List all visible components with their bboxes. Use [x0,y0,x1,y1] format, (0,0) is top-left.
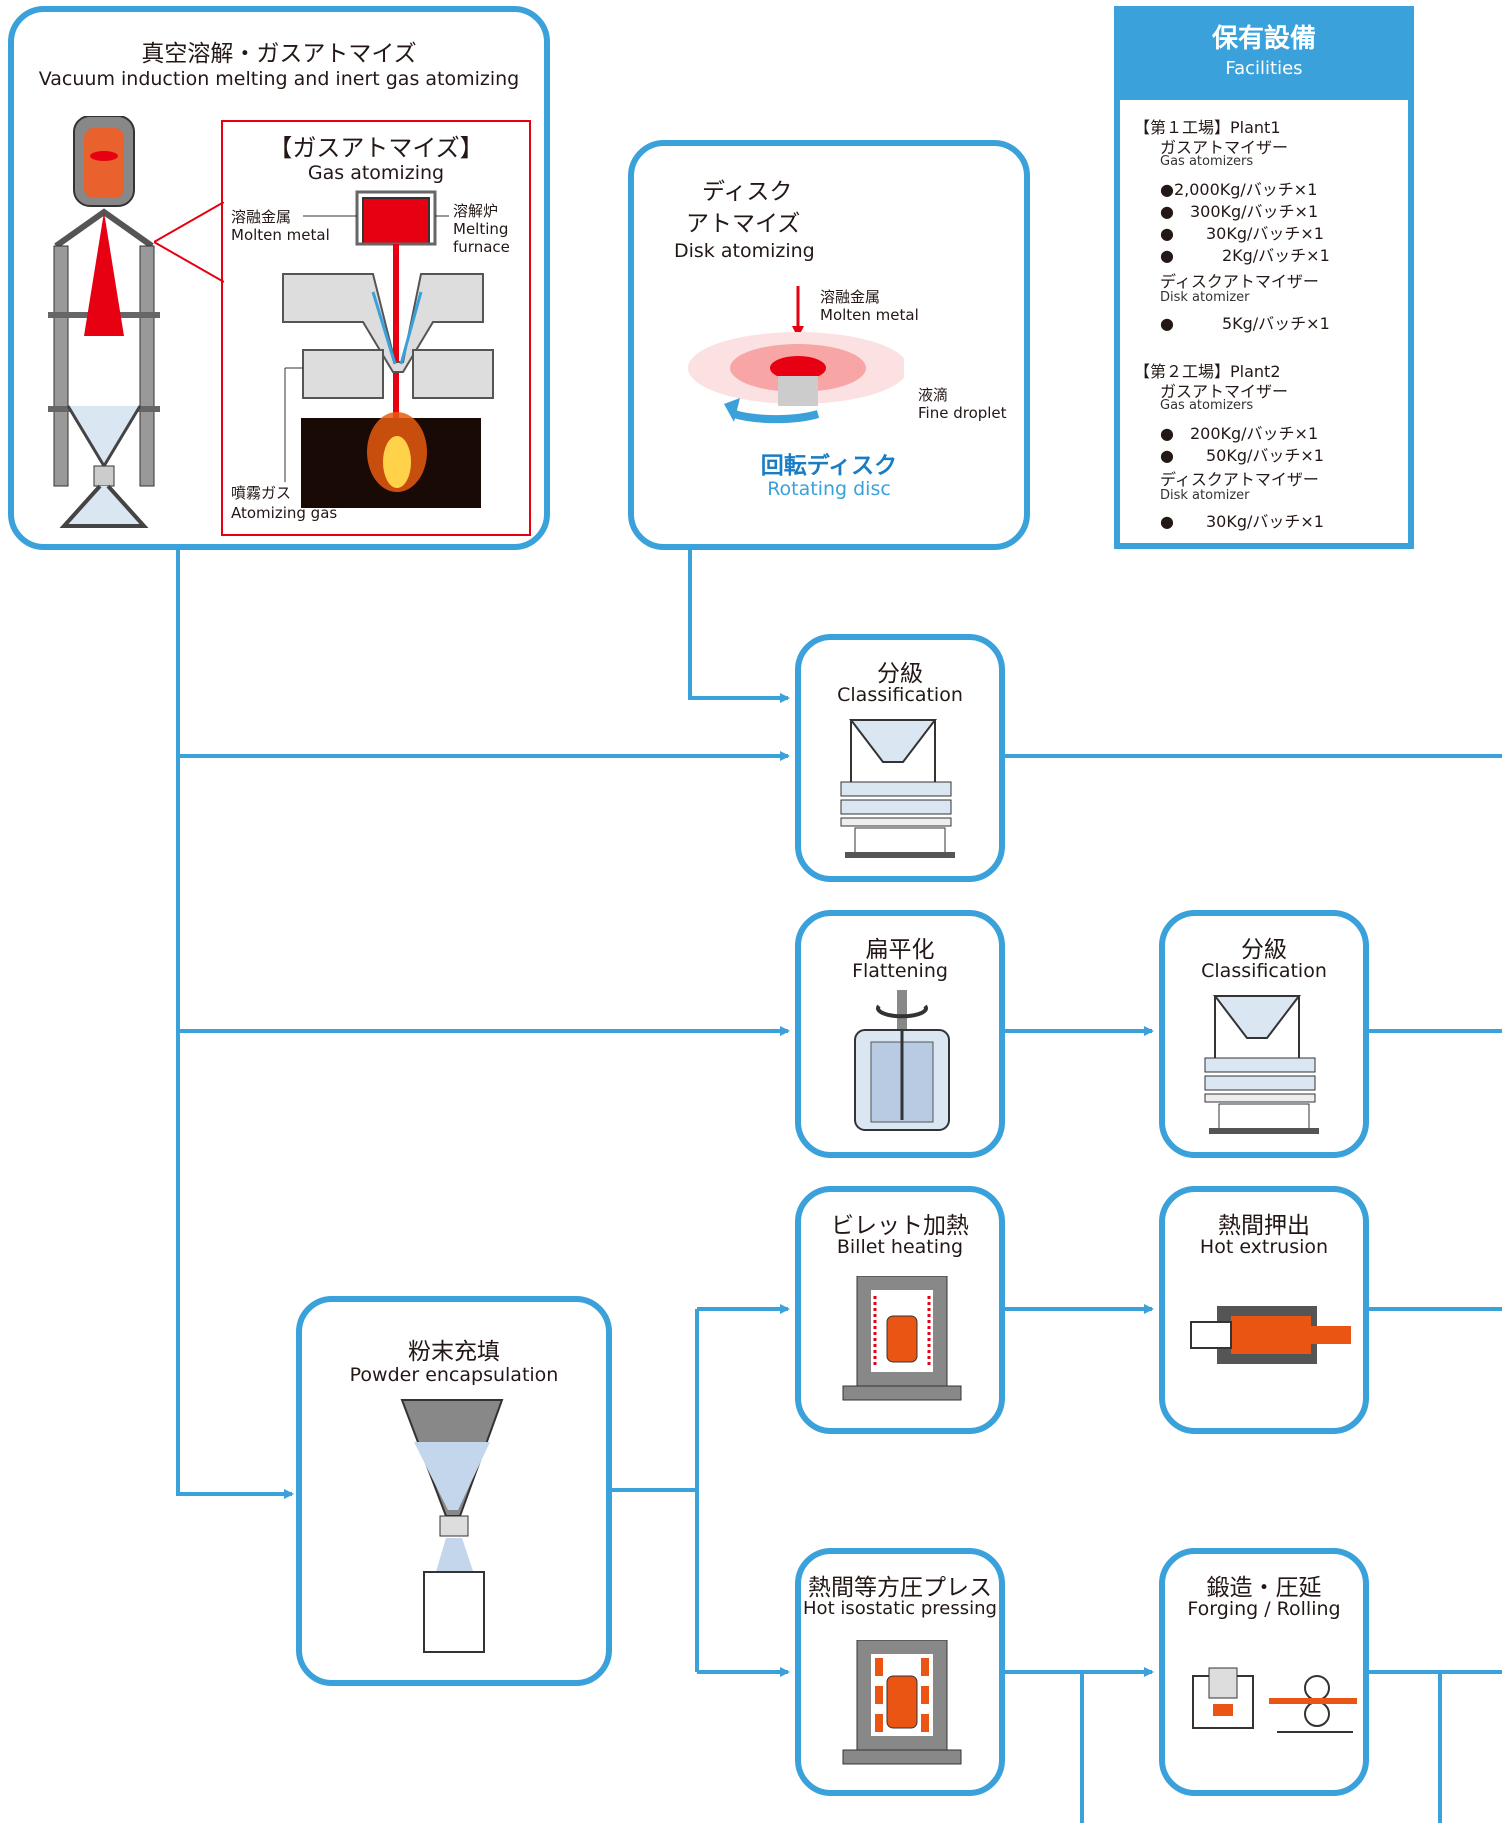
step-title-ja: 分級 [1241,937,1287,963]
step-title-en: Powder encapsulation [349,1364,559,1386]
step-title-ja: 熱間等方圧プレス [808,1575,992,1601]
sieve-illustration [1204,995,1319,1134]
plant1-gas-en: Gas atomizers [1160,154,1254,169]
plant1-gas-ja: ガスアトマイザー [1160,138,1289,157]
step-title-ja: ビレット加熱 [831,1213,969,1239]
step-title-en: Flattening [852,960,948,982]
hip-illustration [842,1640,962,1765]
step-title-ja: 鍛造・圧延 [1206,1575,1322,1601]
step-title-ja: 粉末充填 [408,1339,500,1365]
forging-rolling-illustration [1192,1667,1357,1733]
plant2-label: 【第２工場】Plant2 [1134,362,1281,381]
vim-title-en: Vacuum induction melting and inert gas a… [38,68,520,90]
step-title-en: Forging / Rolling [1187,1598,1341,1620]
plant1-item: ● 2Kg/バッチ×1 [1160,246,1330,265]
plant1-item: ● 300Kg/バッチ×1 [1160,202,1319,221]
sieve-illustration [840,719,955,858]
step-title-en: Classification [837,684,963,706]
vim-box: 真空溶解・ガスアトマイズ Vacuum induction melting an… [8,6,550,550]
facilities-title-en: Facilities [1225,58,1303,79]
plant1-item: ● 30Kg/バッチ×1 [1160,224,1324,243]
disk-atomizing-box: ディスク アトマイズ Disk atomizing 溶融金属 Molten me… [628,140,1030,550]
forging-rolling-box: 鍛造・圧延 Forging / Rolling [1159,1548,1369,1796]
disk-title-en: Disk atomizing [674,240,815,262]
rotating-disc-en: Rotating disc [767,478,891,500]
step-title-ja: 熱間押出 [1218,1213,1310,1239]
billet-heating-box: ビレット加熱 Billet heating [795,1186,1005,1434]
rotating-disc-ja: 回転ディスク [760,453,898,479]
step-title-ja: 分級 [877,661,923,687]
disk-molten-ja: 溶融金属 [820,288,881,306]
vim-furnace-illustration [48,116,160,528]
furnace-en-2: furnace [453,238,510,256]
disk-title-ja-2: アトマイズ [686,211,801,237]
furnace-en-1: Melting [453,220,509,238]
plant1-disk-ja: ディスクアトマイザー [1160,272,1319,291]
plant1-disk-en: Disk atomizer [1160,290,1250,305]
gas-atomizing-inset: 【ガスアトマイズ】 Gas atomizing 溶融金属 Molten meta… [221,120,531,536]
plant1-label: 【第１工場】Plant1 [1134,118,1281,137]
flow-line-main [176,548,294,1499]
powder-encapsulation-box: 粉末充填 Powder encapsulation [296,1296,612,1686]
facilities-title-ja: 保有設備 [1211,24,1316,54]
furnace-ja: 溶解炉 [453,202,499,220]
facilities-panel: 【第１工場】Plant1 ガスアトマイザー Gas atomizers ●2,0… [1114,94,1414,549]
classification-box-2: 分級 Classification [1159,910,1369,1158]
encapsulation-illustration [400,1399,504,1653]
plant2-gas-en: Gas atomizers [1160,398,1254,413]
molten-metal-en: Molten metal [231,226,330,244]
vim-title-ja: 真空溶解・ガスアトマイズ [141,41,417,67]
disk-molten-en: Molten metal [820,306,919,324]
plant2-disk-en: Disk atomizer [1160,488,1250,503]
flow-line-disk-to-classification [688,548,790,703]
step-title-en: Hot isostatic pressing [803,1598,997,1619]
gas-title-en: Gas atomizing [307,162,445,184]
plant2-item: ● 50Kg/バッチ×1 [1160,446,1324,465]
classification-box-1: 分級 Classification [795,634,1005,882]
gas-atomizer-illustration [282,190,494,508]
hot-extrusion-box: 熱間押出 Hot extrusion [1159,1186,1369,1434]
billet-furnace-illustration [842,1276,962,1401]
disk-title-ja-1: ディスク [702,179,793,205]
droplet-ja: 液滴 [918,386,949,404]
plant2-gas-ja: ガスアトマイザー [1160,382,1289,401]
facilities-header: 保有設備 Facilities [1114,6,1414,100]
molten-metal-ja: 溶融金属 [231,208,292,226]
callout-pointer [154,202,224,283]
mill-illustration [854,990,950,1131]
step-title-ja: 扁平化 [865,937,935,963]
plant2-disk-ja: ディスクアトマイザー [1160,470,1319,489]
plant2-disk-item: ● 30Kg/バッチ×1 [1160,512,1324,531]
plant2-item: ● 200Kg/バッチ×1 [1160,424,1319,443]
hip-box: 熱間等方圧プレス Hot isostatic pressing [795,1548,1005,1796]
gas-title-ja: 【ガスアトマイズ】 [268,134,484,162]
disk-illustration [688,286,904,424]
step-title-en: Billet heating [836,1236,964,1258]
plant1-disk-item: ● 5Kg/バッチ×1 [1160,314,1330,333]
plant1-item: ●2,000Kg/バッチ×1 [1160,180,1318,199]
step-title-en: Classification [1201,960,1327,982]
atomizing-gas-ja: 噴霧ガス [231,484,292,502]
step-title-en: Hot extrusion [1199,1236,1329,1258]
flattening-box: 扁平化 Flattening [795,910,1005,1158]
droplet-en: Fine droplet [918,404,1007,422]
atomizing-gas-en: Atomizing gas [231,504,338,522]
extrusion-illustration [1190,1306,1351,1364]
